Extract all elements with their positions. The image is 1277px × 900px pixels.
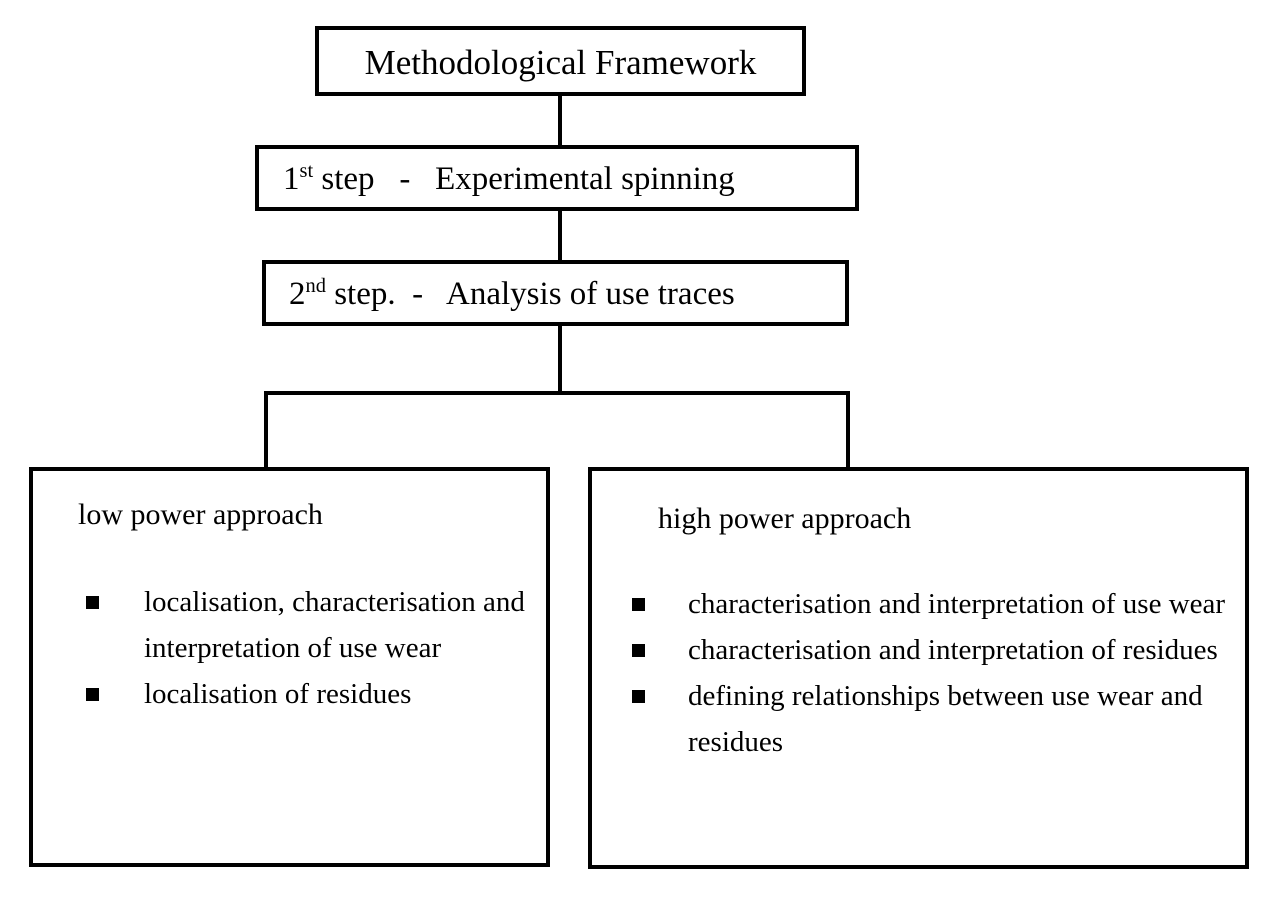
filled-square-bullet-icon [632,644,645,657]
step1-separator: - [374,161,436,197]
connector-split-to-high-power [846,391,850,471]
filled-square-bullet-icon [86,688,99,701]
step2-ordinal-suffix: nd [305,275,326,297]
list-item: localisation of residues [77,671,537,717]
step1-word: step [313,161,375,197]
list-item-text: characterisation and interpretation of u… [688,588,1226,620]
node-step-1: 1st step - Experimental spinning [255,145,859,211]
node-step-2: 2nd step. - Analysis of use traces [262,260,849,326]
node-step1-label: 1st step - Experimental spinning [283,157,735,201]
connector-split-horizontal-bar [264,391,850,395]
connector-step2-to-split [558,323,562,395]
connector-split-to-low-power [264,391,268,471]
step2-word: step. [325,276,396,312]
high-power-bullet-list: characterisation and interpretation of u… [624,581,1244,765]
filled-square-bullet-icon [632,690,645,703]
step1-ordinal-suffix: st [299,160,314,182]
connector-step1-to-step2 [558,208,562,263]
connector-root-to-step1 [558,93,562,148]
low-power-bullet-list: localisation, characterisation and inter… [77,579,537,717]
list-item: characterisation and interpretation of u… [624,581,1244,627]
filled-square-bullet-icon [86,596,99,609]
step2-separator: - [395,276,447,312]
node-root-label: Methodological Framework [364,43,757,82]
node-methodological-framework: Methodological Framework [315,26,806,96]
step2-description: Analysis of use traces [446,276,735,312]
step1-number: 1 [283,161,300,197]
high-power-heading: high power approach [658,502,912,535]
low-power-heading: low power approach [78,498,323,531]
list-item-text: defining relationships between use wear … [688,680,1203,758]
node-step2-label: 2nd step. - Analysis of use traces [289,272,735,316]
filled-square-bullet-icon [632,598,645,611]
node-low-power-approach: low power approach localisation, charact… [29,467,550,867]
list-item-text: localisation, characterisation and inter… [144,586,525,664]
list-item-text: localisation of residues [144,678,412,710]
list-item-text: characterisation and interpretation of r… [688,634,1218,666]
list-item: characterisation and interpretation of r… [624,627,1244,673]
step1-description: Experimental spinning [435,161,735,197]
step2-number: 2 [289,276,306,312]
list-item: defining relationships between use wear … [624,673,1244,765]
node-high-power-approach: high power approach characterisation and… [588,467,1249,869]
list-item: localisation, characterisation and inter… [77,579,537,671]
